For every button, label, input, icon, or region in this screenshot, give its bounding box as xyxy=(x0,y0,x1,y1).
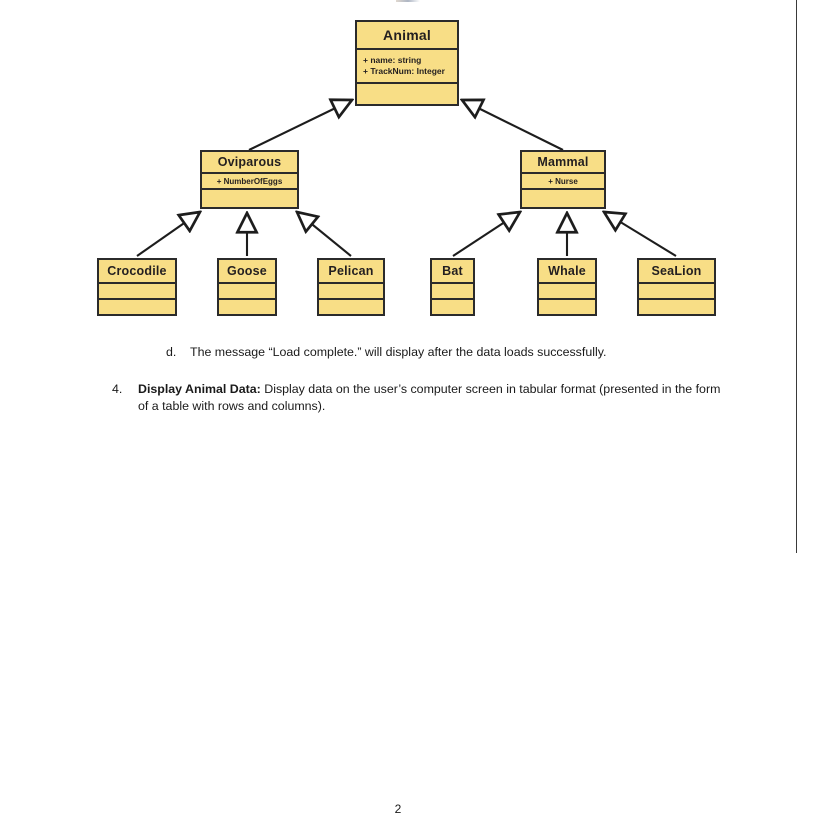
uml-operations-mammal xyxy=(522,190,604,207)
generalization-edges xyxy=(136,0,677,257)
uml-class-bat: Bat xyxy=(430,258,475,316)
edge-oviparous-to-animal xyxy=(248,100,352,151)
uml-attribute: + NumberOfEggs xyxy=(216,176,283,186)
uml-class-crocodile: Crocodile xyxy=(97,258,177,316)
uml-operations-bat xyxy=(432,300,473,314)
uml-attribute: + Nurse xyxy=(548,176,578,186)
cropped-text-remnant xyxy=(396,0,420,2)
list-item-d-text: The message “Load complete.” will displa… xyxy=(190,345,607,359)
uml-attributes-pelican xyxy=(319,284,383,300)
page-number: 2 xyxy=(394,802,402,816)
uml-attributes-mammal: + Nurse xyxy=(522,174,604,190)
uml-class-name-goose: Goose xyxy=(219,260,275,284)
uml-class-name-mammal: Mammal xyxy=(522,152,604,174)
uml-attributes-oviparous: + NumberOfEggs xyxy=(202,174,297,190)
uml-class-oviparous: Oviparous + NumberOfEggs xyxy=(200,150,299,209)
edge-sealion-to-mammal xyxy=(604,212,677,257)
uml-operations-animal xyxy=(357,84,457,104)
uml-class-mammal: Mammal + Nurse xyxy=(520,150,606,209)
uml-class-pelican: Pelican xyxy=(317,258,385,316)
uml-class-sealion: SeaLion xyxy=(637,258,716,316)
uml-attributes-bat xyxy=(432,284,473,300)
uml-attributes-goose xyxy=(219,284,275,300)
edge-mammal-to-animal xyxy=(462,100,564,151)
uml-attribute: + name: string xyxy=(363,55,422,65)
uml-operations-whale xyxy=(539,300,595,314)
list-marker-4: 4. xyxy=(112,382,123,396)
uml-attributes-crocodile xyxy=(99,284,175,300)
uml-operations-crocodile xyxy=(99,300,175,314)
list-item-4: 4. Display Animal Data: Display data on … xyxy=(112,381,732,415)
list-marker-d: d. xyxy=(166,345,177,359)
edge-crocodile-to-oviparous xyxy=(136,212,200,257)
edge-bat-to-mammal xyxy=(452,212,520,257)
list-item-4-text: Display data on the user’s computer scre… xyxy=(138,382,721,413)
uml-attributes-sealion xyxy=(639,284,714,300)
uml-class-name-bat: Bat xyxy=(432,260,473,284)
page-border-right xyxy=(796,0,797,553)
uml-attributes-whale xyxy=(539,284,595,300)
uml-class-name-sealion: SeaLion xyxy=(639,260,714,284)
list-item-d: d. The message “Load complete.” will disp… xyxy=(166,344,766,361)
edge-pelican-to-oviparous xyxy=(297,212,352,257)
uml-class-name-oviparous: Oviparous xyxy=(202,152,297,174)
uml-class-animal: Animal + name: string + TrackNum: Intege… xyxy=(355,20,459,106)
uml-operations-goose xyxy=(219,300,275,314)
uml-class-goose: Goose xyxy=(217,258,277,316)
uml-operations-sealion xyxy=(639,300,714,314)
uml-attribute: + TrackNum: Integer xyxy=(363,66,445,76)
uml-attributes-animal: + name: string + TrackNum: Integer xyxy=(357,50,457,84)
uml-class-name-whale: Whale xyxy=(539,260,595,284)
uml-class-diagram: Animal + name: string + TrackNum: Intege… xyxy=(0,0,796,330)
uml-operations-oviparous xyxy=(202,190,297,207)
uml-class-whale: Whale xyxy=(537,258,597,316)
uml-class-name-pelican: Pelican xyxy=(319,260,383,284)
uml-class-name-crocodile: Crocodile xyxy=(99,260,175,284)
uml-class-name-animal: Animal xyxy=(357,22,457,50)
uml-operations-pelican xyxy=(319,300,383,314)
list-item-4-lead: Display Animal Data: xyxy=(138,382,261,396)
